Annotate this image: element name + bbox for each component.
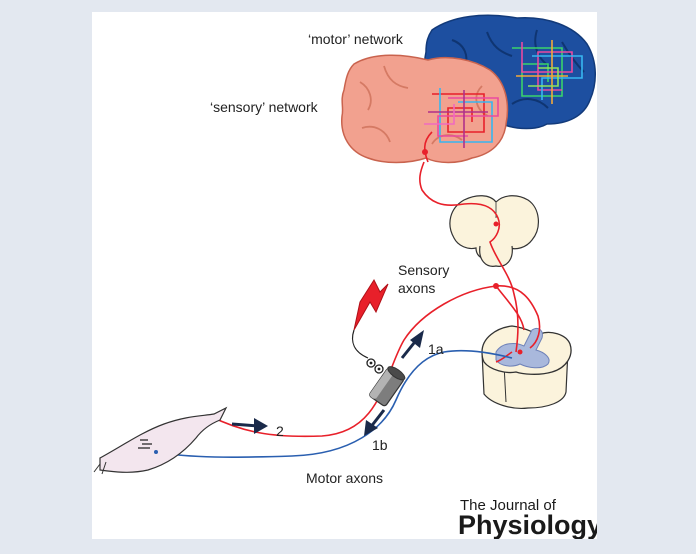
stimulator	[351, 278, 406, 407]
sensory-network-label: ‘sensory’ network	[210, 99, 319, 115]
muscle	[93, 406, 228, 475]
sensory-axons-label-line2: axons	[398, 280, 435, 296]
brainstem-section	[449, 195, 539, 267]
arrow-1b-label: 1b	[372, 437, 388, 453]
journal-logo-line1: The Journal of	[460, 497, 557, 514]
sensory-pathway-dots	[422, 149, 523, 355]
arrow-2-label: 2	[276, 423, 284, 439]
motor-network-label: ‘motor’ network	[308, 31, 404, 47]
motor-axons-label: Motor axons	[306, 470, 383, 486]
motor-network-wiring	[512, 40, 583, 104]
sensory-pathway	[209, 161, 541, 438]
journal-logo-line2: Physiology	[458, 510, 597, 539]
arrow-1a-label: 1a	[428, 341, 444, 357]
sensory-axons-label-line1: Sensory	[398, 262, 449, 278]
arrows	[231, 330, 424, 436]
sensory-network-wiring	[423, 88, 499, 163]
motor-pathway	[153, 349, 513, 458]
spinal-cord-section	[481, 325, 572, 409]
figure-panel: ‘motor’ network ‘sensory’ network Sensor…	[92, 12, 597, 539]
diagram-canvas: ‘motor’ network ‘sensory’ network Sensor…	[93, 14, 597, 539]
